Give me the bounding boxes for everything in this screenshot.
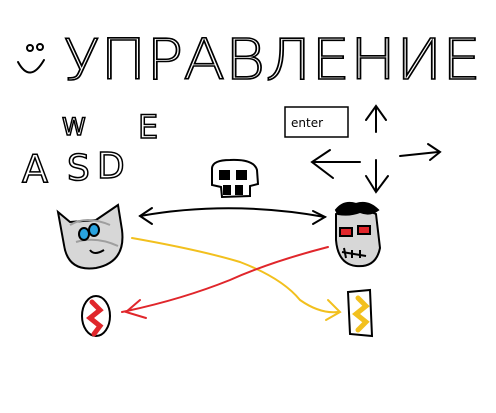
skull-icon (211, 158, 260, 199)
versus-arrow (138, 207, 328, 225)
yellow-path (131, 237, 339, 314)
key-s: S (67, 148, 90, 189)
red-item-icon (81, 295, 111, 337)
arrow-left-icon (310, 149, 361, 179)
red-arrowhead (123, 299, 147, 319)
enter-key: enter (284, 106, 349, 138)
enter-key-label: enter (291, 116, 323, 130)
key-w: W (62, 113, 86, 141)
monster-character-icon (334, 201, 382, 268)
arrow-up-icon (365, 104, 387, 133)
arrow-right-icon (399, 143, 442, 161)
yellow-item-icon (346, 288, 374, 338)
yellow-arrowhead (325, 299, 342, 321)
title-text: УПРАВЛЕНИЕ (63, 28, 481, 93)
arrow-down-icon (365, 159, 389, 194)
key-a: A (22, 147, 48, 191)
smiley-icon (17, 43, 45, 74)
key-d: D (97, 146, 125, 187)
red-path (121, 246, 329, 313)
cat-character-icon (56, 203, 124, 270)
key-e: E (138, 108, 158, 146)
